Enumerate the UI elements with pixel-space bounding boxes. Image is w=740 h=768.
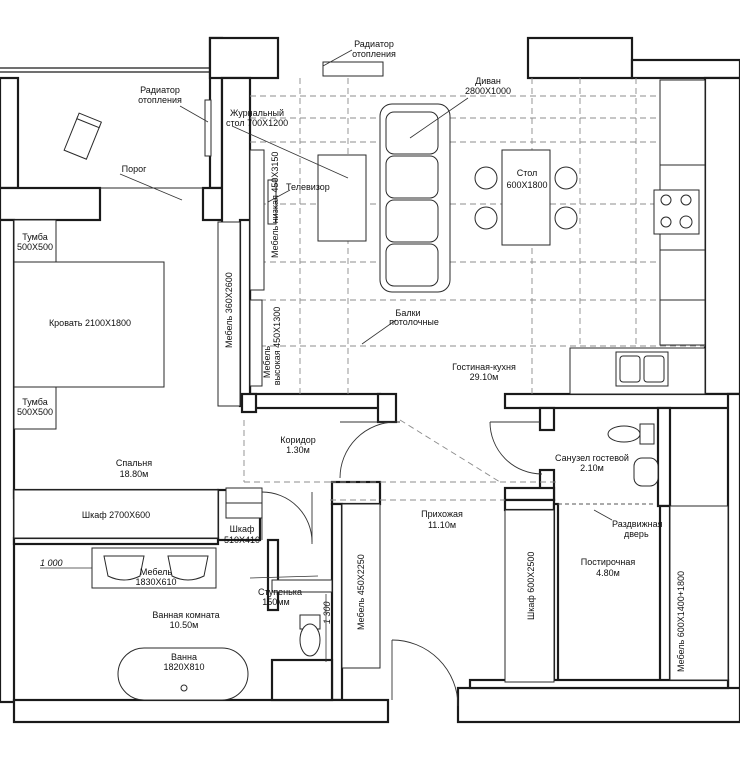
label-high-furniture-2: высокая 450X1300 xyxy=(272,307,282,385)
label-dim-1300: 1 300 xyxy=(322,601,332,624)
label-bathroom-2: 10.50м xyxy=(170,620,199,630)
label-step-1: Ступенька xyxy=(258,587,302,597)
label-furniture-600: Мебель 600X1400+1800 xyxy=(676,571,686,672)
label-hallway-1: Прихожая xyxy=(421,509,463,519)
label-bedroom-1: Спальня xyxy=(116,458,152,468)
furniture-450x2250 xyxy=(341,503,381,669)
label-step-2: 150мм xyxy=(262,597,289,607)
label-living-kitchen-2: 29.10м xyxy=(470,372,499,382)
label-sliding-door-1: Раздвижная xyxy=(612,519,663,529)
chair xyxy=(554,206,578,230)
label-laundry-1: Постирочная xyxy=(581,557,636,567)
label-guest-wc-1: Санузел гостевой xyxy=(555,453,629,463)
label-radiator-left-1: Радиатор xyxy=(140,85,180,95)
label-coffee-table-2: стол 700X1200 xyxy=(226,118,288,128)
label-high-furniture-1: Мебель xyxy=(262,346,272,379)
label-bed: Кровать 2100X1800 xyxy=(49,318,131,328)
wardrobe-600x2500 xyxy=(504,509,555,683)
label-vanity-2: 1830X610 xyxy=(135,577,176,587)
furniture-600 xyxy=(669,505,729,681)
nightstand-bottom xyxy=(13,386,57,430)
furniture-360 xyxy=(217,221,241,407)
label-guest-wc-2: 2.10м xyxy=(580,463,604,473)
label-radiator-top-1: Радиатор xyxy=(354,39,394,49)
label-tv: Телевизор xyxy=(286,182,330,192)
label-corridor-1: Коридор xyxy=(280,435,316,445)
label-nightstand-1b: 500X500 xyxy=(17,242,53,252)
chair-icon xyxy=(63,112,103,160)
coffee-table xyxy=(317,154,367,242)
label-nightstand-2b: 500X500 xyxy=(17,407,53,417)
ceiling-beams xyxy=(243,78,705,501)
label-vanity-1: Мебель xyxy=(140,567,173,577)
stove xyxy=(653,189,700,235)
label-living-kitchen-1: Гостиная-кухня xyxy=(452,362,516,372)
label-cabinet-510-2: 510X410 xyxy=(224,535,260,545)
washbasin-icon xyxy=(633,457,659,487)
bedroom xyxy=(13,219,241,539)
label-beams-1: Балки xyxy=(395,308,420,318)
chair xyxy=(474,206,498,230)
balcony xyxy=(63,99,212,189)
washbasin-icon xyxy=(103,555,209,581)
label-coffee-table-1: Журнальный xyxy=(230,108,284,118)
dining-table xyxy=(501,149,551,246)
sofa xyxy=(379,103,451,293)
label-radiator-top-2: отопления xyxy=(352,49,396,59)
label-beams-2: потолочные xyxy=(389,317,439,327)
room-labels: Радиатор отопления Радиатор отопления Жу… xyxy=(17,39,686,672)
label-cabinet-510-1: Шкаф xyxy=(230,524,255,534)
label-sliding-door-2: дверь xyxy=(624,529,649,539)
bathtub-icon xyxy=(117,647,249,701)
label-nightstand-2a: Тумба xyxy=(22,397,47,407)
label-bath-2: 1820X810 xyxy=(163,662,204,672)
label-dim-1000: 1 000 xyxy=(40,558,63,568)
label-laundry-2: 4.80м xyxy=(596,568,620,578)
doors xyxy=(225,421,543,707)
bathroom xyxy=(40,547,333,701)
label-sofa-2: 2800X1000 xyxy=(465,86,511,96)
label-hallway-2: 11.10м xyxy=(428,520,456,530)
label-table-2: 600X1800 xyxy=(506,180,547,190)
label-bedroom-2: 18.80м xyxy=(120,469,149,479)
wardrobe-2700 xyxy=(13,489,219,539)
step xyxy=(271,579,333,593)
hallway xyxy=(341,503,729,683)
chair xyxy=(554,166,578,190)
label-low-furniture: Мебель низкая 450X3150 xyxy=(270,152,280,258)
label-wardrobe-600x2500: Шкаф 600X2500 xyxy=(526,552,536,620)
living-kitchen xyxy=(249,61,706,395)
chair xyxy=(474,166,498,190)
leader-lines xyxy=(119,49,613,579)
label-bath-1: Ванна xyxy=(171,652,197,662)
label-threshold: Порог xyxy=(122,164,147,174)
high-furniture xyxy=(249,299,263,387)
label-bathroom-1: Ванная комната xyxy=(152,610,219,620)
radiator-left xyxy=(204,99,212,157)
radiator-top xyxy=(322,61,384,77)
label-furniture-450x2250: Мебель 450X2250 xyxy=(356,554,366,630)
guest-wc xyxy=(558,423,659,505)
toilet-icon xyxy=(607,423,655,445)
label-nightstand-1a: Тумба xyxy=(22,232,47,242)
label-radiator-left-2: отопления xyxy=(138,95,182,105)
low-furniture xyxy=(249,149,265,291)
label-wardrobe-2700: Шкаф 2700X600 xyxy=(82,510,150,520)
label-furniture-360: Мебель 360X2600 xyxy=(224,272,234,348)
label-table-1: Стол xyxy=(517,168,538,178)
toilet-icon xyxy=(299,614,321,657)
bed xyxy=(13,261,165,388)
label-corridor-2: 1.30м xyxy=(286,445,310,455)
label-sofa-1: Диван xyxy=(475,76,501,86)
